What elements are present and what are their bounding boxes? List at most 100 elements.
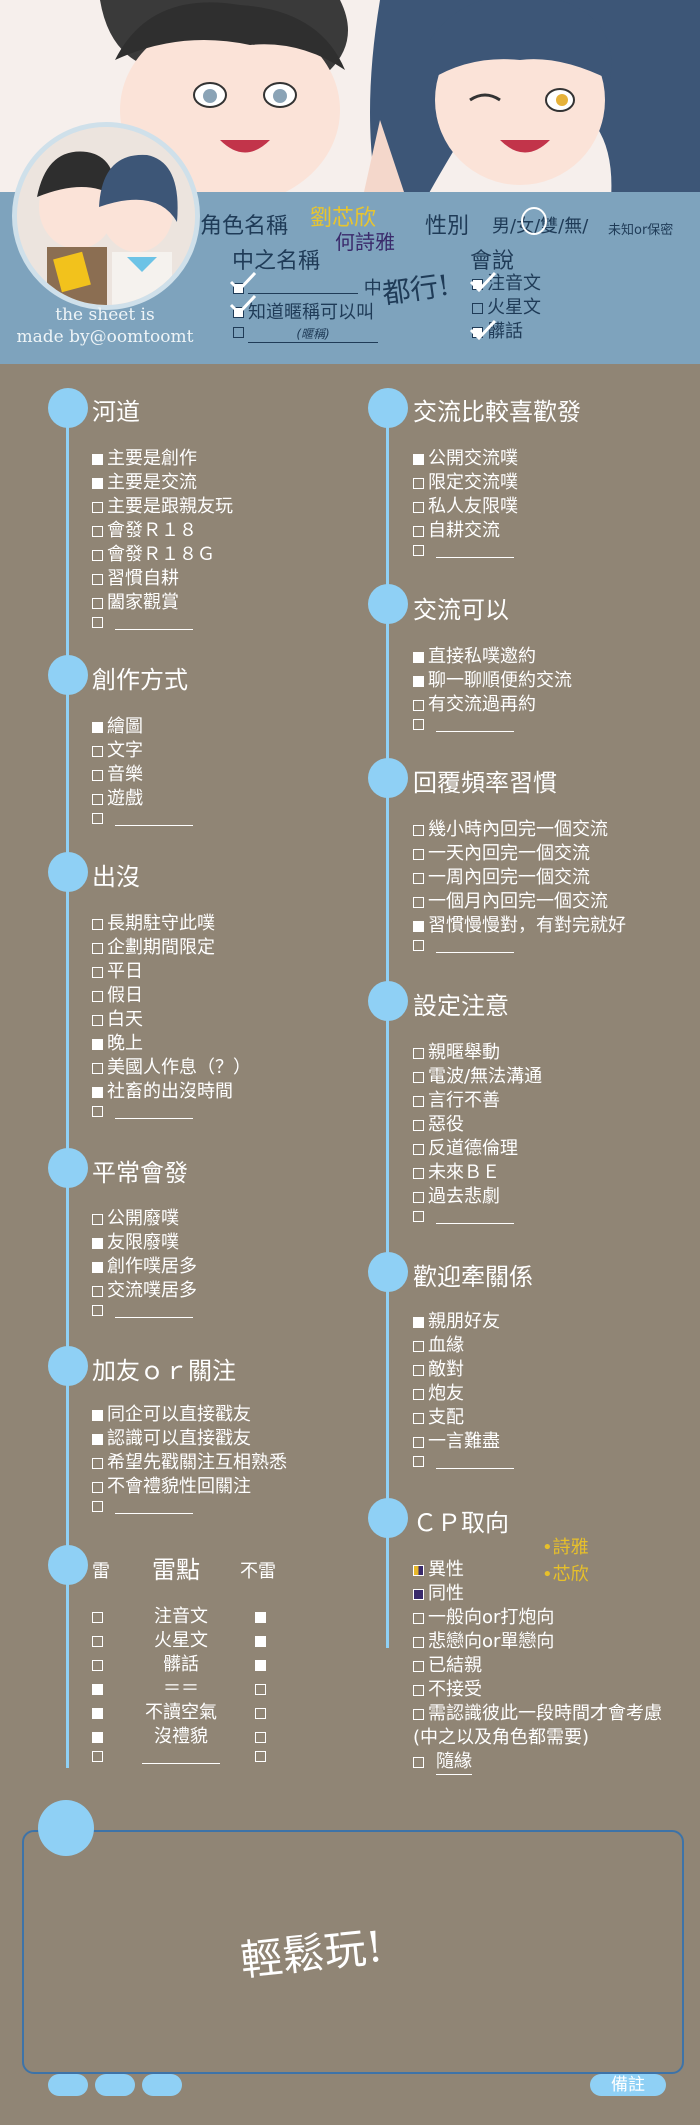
bulei-checkbox[interactable] <box>255 1635 266 1647</box>
lei-checkbox[interactable] <box>92 1683 103 1695</box>
option-item[interactable]: 公開交流噗 <box>413 447 518 471</box>
option-item[interactable]: 親暱舉動 <box>413 1041 542 1065</box>
option-item[interactable]: 繪圖 <box>92 715 193 739</box>
avatar-illustration <box>17 127 195 305</box>
option-item[interactable]: 會發Ｒ１８Ｇ <box>92 543 233 567</box>
option-item[interactable]: 平日 <box>92 960 251 984</box>
lei-checkbox[interactable] <box>92 1635 103 1647</box>
option-item[interactable]: 一個月內回完一個交流 <box>413 890 626 914</box>
option-blank[interactable]: 隨緣 <box>413 1750 662 1775</box>
option-item[interactable]: 一般向or打炮向 <box>413 1606 662 1630</box>
option-item[interactable]: 敵對 <box>413 1358 514 1382</box>
lang-option[interactable]: 火星文 <box>472 296 541 320</box>
option-item[interactable]: 同性 <box>413 1582 662 1606</box>
bulei-checkbox[interactable] <box>255 1659 266 1671</box>
interact-prefer-options: 公開交流噗 限定交流噗 私人友限噗 自耕交流 <box>413 447 518 558</box>
relationship-options: 親朋好友 血緣 敵對 炮友 支配 一言難盡 <box>413 1310 514 1469</box>
option-item[interactable]: 希望先戳關注互相熟悉 <box>92 1451 287 1475</box>
check-mark-icon <box>229 294 257 316</box>
lei-checkbox[interactable] <box>92 1751 103 1762</box>
option-item[interactable]: 主要是創作 <box>92 447 233 471</box>
option-item[interactable]: 需認識彼此一段時間才會考慮 <box>413 1702 662 1726</box>
lei-checkbox[interactable] <box>92 1707 103 1719</box>
option-item[interactable]: 晚上 <box>92 1032 251 1056</box>
option-item[interactable]: 血緣 <box>413 1334 514 1358</box>
option-item[interactable]: 長期駐守此噗 <box>92 912 251 936</box>
option-item[interactable]: 創作噗居多 <box>92 1255 197 1279</box>
thunder-row <box>92 1749 292 1764</box>
option-item[interactable]: 炮友 <box>413 1382 514 1406</box>
option-item[interactable]: 闔家觀賞 <box>92 591 233 615</box>
option-item[interactable]: 公開廢噗 <box>92 1207 197 1231</box>
option-item[interactable]: 電波/無法溝通 <box>413 1065 542 1089</box>
cp-tag-1: •詩雅 <box>542 1537 589 1558</box>
option-item[interactable]: 企劃期間限定 <box>92 936 251 960</box>
option-blank[interactable] <box>92 811 193 826</box>
option-blank[interactable] <box>92 615 233 630</box>
option-item[interactable]: 已結親 <box>413 1654 662 1678</box>
lei-checkbox[interactable] <box>92 1611 103 1623</box>
option-blank[interactable] <box>92 1499 287 1514</box>
option-item[interactable]: 友限廢噗 <box>92 1231 197 1255</box>
bulei-checkbox[interactable] <box>255 1751 266 1762</box>
option-item[interactable]: 限定交流噗 <box>413 471 518 495</box>
option-item[interactable]: 社畜的出沒時間 <box>92 1080 251 1104</box>
option-item[interactable]: 美國人作息（？） <box>92 1056 251 1080</box>
option-blank[interactable] <box>92 1303 197 1318</box>
option-item[interactable]: 不會禮貌性回關注 <box>92 1475 287 1499</box>
option-item[interactable]: 幾小時內回完一個交流 <box>413 818 626 842</box>
option-item[interactable]: 一天內回完一個交流 <box>413 842 626 866</box>
option-item[interactable]: 白天 <box>92 1008 251 1032</box>
lei-checkbox[interactable] <box>92 1659 103 1671</box>
option-item[interactable]: 一周內回完一個交流 <box>413 866 626 890</box>
option-item[interactable]: 聊一聊順便約交流 <box>413 669 572 693</box>
option-item[interactable]: 習慣自耕 <box>92 567 233 591</box>
bulei-checkbox[interactable] <box>255 1683 266 1695</box>
option-item[interactable]: 反道德倫理 <box>413 1137 542 1161</box>
option-blank[interactable] <box>413 1454 514 1469</box>
option-item[interactable]: 認識可以直接戳友 <box>92 1427 287 1451</box>
option-item[interactable]: 親朋好友 <box>413 1310 514 1334</box>
option-item[interactable]: 同企可以直接戳友 <box>92 1403 287 1427</box>
bulei-checkbox[interactable] <box>255 1731 266 1743</box>
option-item[interactable]: 私人友限噗 <box>413 495 518 519</box>
option-item[interactable]: 未來ＢＥ <box>413 1161 542 1185</box>
option-item[interactable]: 自耕交流 <box>413 519 518 543</box>
option-item[interactable]: 音樂 <box>92 763 193 787</box>
option-item[interactable]: 主要是交流 <box>92 471 233 495</box>
option-item[interactable]: 有交流過再約 <box>413 693 572 717</box>
option-item[interactable]: 假日 <box>92 984 251 1008</box>
bulei-checkbox[interactable] <box>255 1611 266 1623</box>
section-dot <box>368 584 408 624</box>
lei-checkbox[interactable] <box>92 1731 103 1743</box>
option-item[interactable]: 主要是跟親友玩 <box>92 495 233 519</box>
option-item[interactable]: 文字 <box>92 739 193 763</box>
option-item[interactable]: 過去悲劇 <box>413 1185 542 1209</box>
option-item[interactable]: 習慣慢慢對，有對完就好 <box>413 914 626 938</box>
option-item[interactable]: 遊戲 <box>92 787 193 811</box>
language-options: 注音文 火星文 髒話 <box>472 272 541 344</box>
option-blank[interactable] <box>92 1104 251 1119</box>
option-item[interactable]: 支配 <box>413 1406 514 1430</box>
gender-options: 男/女/雙/無/ <box>492 216 589 237</box>
option-blank[interactable] <box>413 717 572 732</box>
option-item[interactable]: 會發Ｒ１８ <box>92 519 233 543</box>
section-title-thunder: 雷點 <box>152 1556 200 1584</box>
credit-line-1: the sheet is <box>55 305 155 325</box>
right-timeline <box>386 408 389 1648</box>
option-item[interactable]: 交流噗居多 <box>92 1279 197 1303</box>
option-item[interactable]: 悲戀向or單戀向 <box>413 1630 662 1654</box>
section-title-creation: 創作方式 <box>92 666 188 694</box>
option-item[interactable]: 不接受 <box>413 1678 662 1702</box>
option-item[interactable]: 一言難盡 <box>413 1430 514 1454</box>
section-dot <box>368 1498 408 1538</box>
option-item[interactable]: 惡役 <box>413 1113 542 1137</box>
option-item[interactable]: 言行不善 <box>413 1089 542 1113</box>
option-item[interactable]: 直接私噗邀約 <box>413 645 572 669</box>
option-blank[interactable] <box>413 543 518 558</box>
option-item[interactable]: 異性 <box>413 1558 662 1582</box>
option-blank[interactable] <box>413 938 626 953</box>
option-blank[interactable] <box>413 1209 542 1224</box>
bulei-checkbox[interactable] <box>255 1707 266 1719</box>
char-name-2: 何詩雅 <box>335 230 395 254</box>
